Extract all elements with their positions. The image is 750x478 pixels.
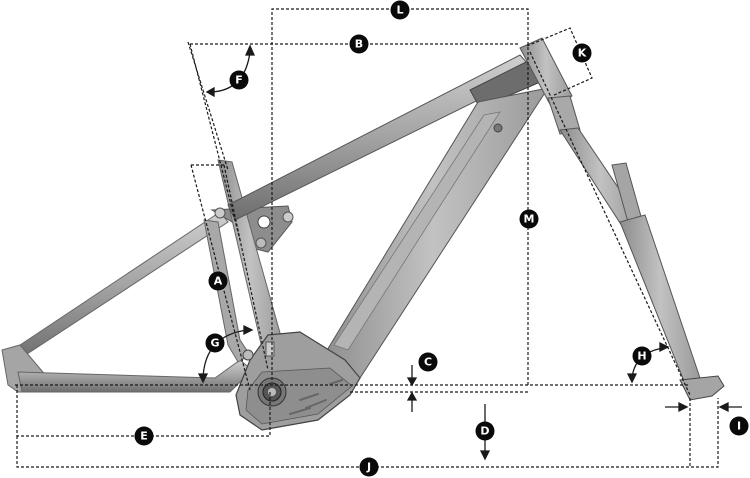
label-H: H — [632, 346, 652, 366]
label-A: A — [208, 271, 228, 291]
fork-lower — [619, 214, 701, 387]
label-M: M — [519, 209, 539, 229]
label-K: K — [572, 43, 592, 63]
label-B: B — [349, 34, 369, 54]
dimension-arrows — [197, 44, 742, 461]
label-C: C — [418, 352, 438, 372]
label-D: D — [475, 421, 495, 441]
dimension-lines — [15, 8, 719, 468]
fork-upper — [547, 95, 581, 135]
label-E: E — [134, 426, 154, 446]
label-L: L — [390, 0, 410, 20]
chain-stay — [17, 359, 253, 393]
label-J: J — [359, 457, 379, 477]
dim-line-L — [271, 8, 529, 385]
bike-frame — [1, 37, 725, 431]
label-F: F — [229, 70, 249, 90]
label-G: G — [205, 333, 225, 353]
fork-dropout — [679, 375, 725, 401]
battery-cover — [333, 111, 501, 351]
head-tube — [519, 37, 573, 109]
motor-vents — [289, 379, 343, 415]
label-I: I — [729, 416, 749, 436]
seat-stay — [3, 211, 229, 361]
